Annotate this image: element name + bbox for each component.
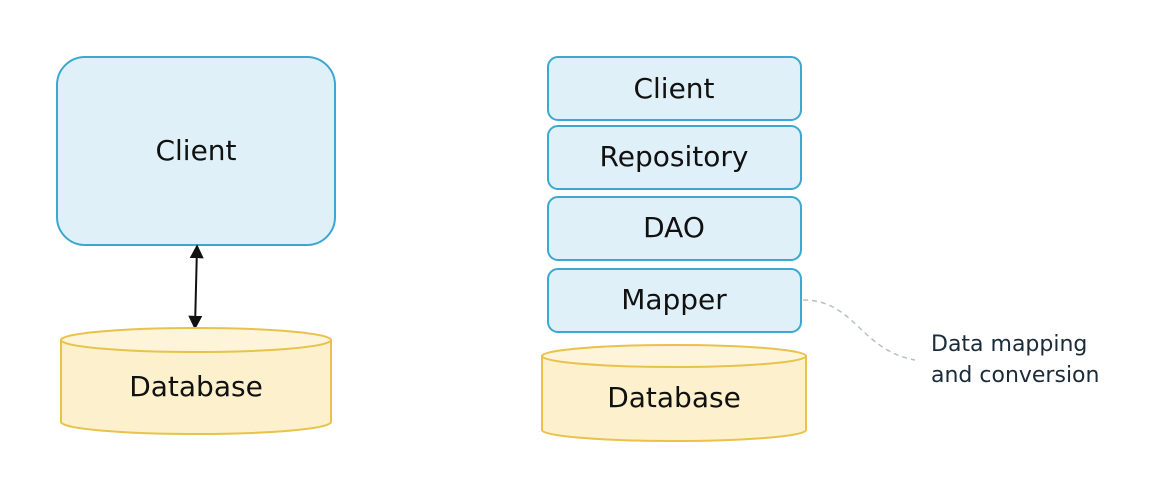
- right-database: Database: [541, 344, 807, 442]
- right-diagram: Client Repository DAO Mapper Database Da…: [541, 56, 1099, 442]
- left-diagram: Client Database: [56, 56, 336, 435]
- left-database-top: [60, 327, 332, 353]
- layer-client-box: [547, 56, 802, 121]
- right-database-label: Database: [607, 381, 741, 414]
- layer-repository-box: [547, 125, 802, 190]
- annotation-line-2: and conversion: [931, 363, 1099, 388]
- annotation-connector: [802, 299, 916, 361]
- layer-repository-label: Repository: [600, 140, 749, 173]
- layer-mapper-box: [547, 268, 802, 333]
- annotation-line-1: Data mapping: [931, 332, 1087, 357]
- left-database-label: Database: [129, 370, 263, 403]
- bidirectional-arrow: [188, 244, 204, 330]
- left-client-label: Client: [155, 134, 236, 167]
- layer-dao-box: [547, 196, 802, 261]
- right-database-body: [541, 355, 807, 442]
- layer-dao-label: DAO: [643, 211, 705, 244]
- layer-client-label: Client: [633, 72, 714, 105]
- right-database-top: [541, 344, 807, 368]
- layer-mapper-label: Mapper: [621, 283, 727, 316]
- left-database-body: [60, 339, 332, 435]
- left-database: Database: [60, 327, 332, 435]
